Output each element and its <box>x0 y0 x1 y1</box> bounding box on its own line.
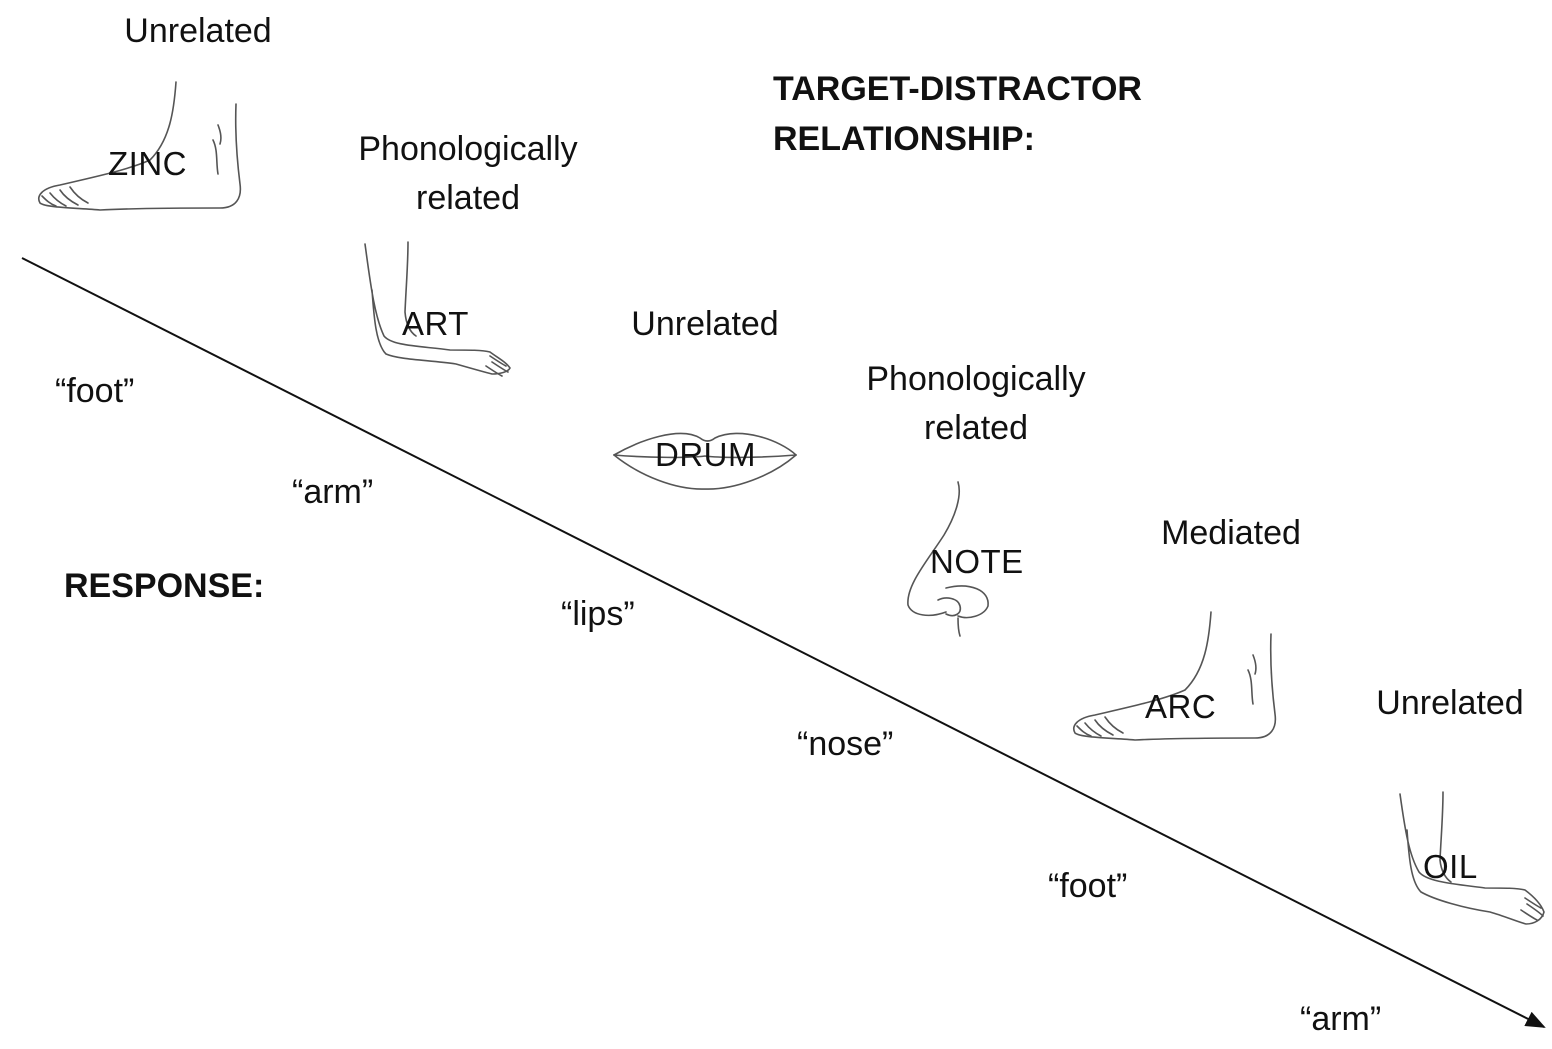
response-heading: RESPONSE: <box>64 567 265 605</box>
response-label: “arm” <box>292 473 374 511</box>
response-label: “lips” <box>561 595 635 633</box>
lips-icon <box>613 432 797 490</box>
relationship-label: related <box>924 409 1028 447</box>
response-label: “nose” <box>797 725 894 763</box>
distractor-word: ARC <box>1145 688 1217 725</box>
relationship-label: Unrelated <box>631 305 779 343</box>
distractor-word: ART <box>402 305 469 342</box>
arm-icon <box>364 241 511 377</box>
arm-icon <box>1399 791 1545 925</box>
response-label: “arm” <box>1300 1000 1382 1038</box>
nose-icon <box>907 481 989 637</box>
distractor-word: DRUM <box>655 436 756 473</box>
distractor-word: ZINC <box>108 145 187 182</box>
response-label: “foot” <box>55 372 135 410</box>
relationship-heading-line1: TARGET-DISTRACTOR <box>773 70 1142 108</box>
response-label: “foot” <box>1048 867 1128 905</box>
relationship-heading-line2: RELATIONSHIP: <box>773 120 1035 158</box>
foot-icon <box>38 81 242 211</box>
relationship-label: Phonologically <box>866 360 1086 398</box>
foot-icon <box>1073 611 1277 741</box>
relationship-label: Phonologically <box>358 130 578 168</box>
relationship-label: Unrelated <box>1376 684 1524 722</box>
distractor-word: OIL <box>1423 848 1478 885</box>
relationship-label: Unrelated <box>124 12 272 50</box>
distractor-word: NOTE <box>930 543 1024 580</box>
timeline-arrow-icon <box>21 257 1546 1028</box>
relationship-label: related <box>416 179 520 217</box>
relationship-label: Mediated <box>1161 514 1301 552</box>
